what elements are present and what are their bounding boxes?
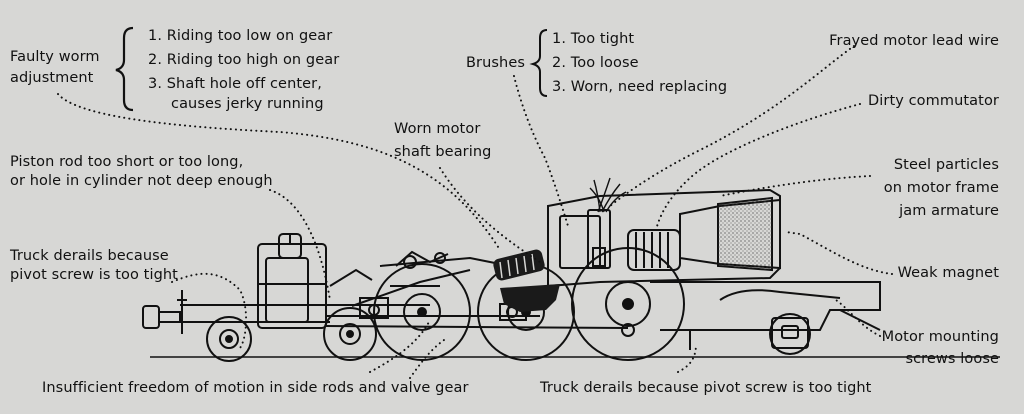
brushes-item-1: 1. Too tight	[552, 31, 635, 47]
leader-lines	[57, 45, 893, 379]
worm-title-line1: Faulty worm	[10, 49, 100, 65]
label-truck-front-1: Truck derails because	[10, 248, 169, 264]
label-truck-rear: Truck derails because pivot screw is too…	[540, 380, 872, 396]
label-side-rods: Insufficient freedom of motion in side r…	[42, 380, 469, 396]
worm-item-2: 2. Riding too high on gear	[148, 52, 340, 68]
worm-gear	[493, 249, 560, 312]
frayed-wire	[589, 177, 627, 213]
label-truck-front-2: pivot screw is too tight	[10, 267, 178, 283]
label-mounting-1: Motor mounting	[881, 329, 999, 345]
brushes-item-2: 2. Too loose	[552, 55, 639, 71]
label-bearing-2: shaft bearing	[394, 144, 492, 160]
label-bearing-1: Worn motor	[394, 121, 481, 137]
worm-title-line2: adjustment	[10, 70, 94, 86]
label-frayed-wire: Frayed motor lead wire	[829, 33, 999, 49]
brushes-item-3: 3. Worn, need replacing	[552, 79, 728, 95]
label-steel-particles-3: jam armature	[899, 203, 999, 219]
label-dirty-commutator: Dirty commutator	[867, 93, 999, 109]
label-piston-1: Piston rod too short or too long,	[10, 154, 244, 170]
label-steel-particles-1: Steel particles	[893, 157, 999, 173]
label-weak-magnet: Weak magnet	[897, 265, 999, 281]
worm-item-3: 3. Shaft hole off center,	[148, 76, 322, 92]
brushes-brace	[529, 29, 548, 97]
worm-item-3-cont: causes jerky running	[171, 96, 324, 112]
worm-brace	[115, 26, 134, 112]
label-piston-2: or hole in cylinder not deep enough	[10, 173, 273, 189]
label-mounting-2: screws loose	[905, 351, 999, 367]
brushes-title: Brushes	[466, 55, 526, 71]
worm-item-1: 1. Riding too low on gear	[148, 28, 333, 44]
label-steel-particles-2: on motor frame	[883, 180, 999, 196]
